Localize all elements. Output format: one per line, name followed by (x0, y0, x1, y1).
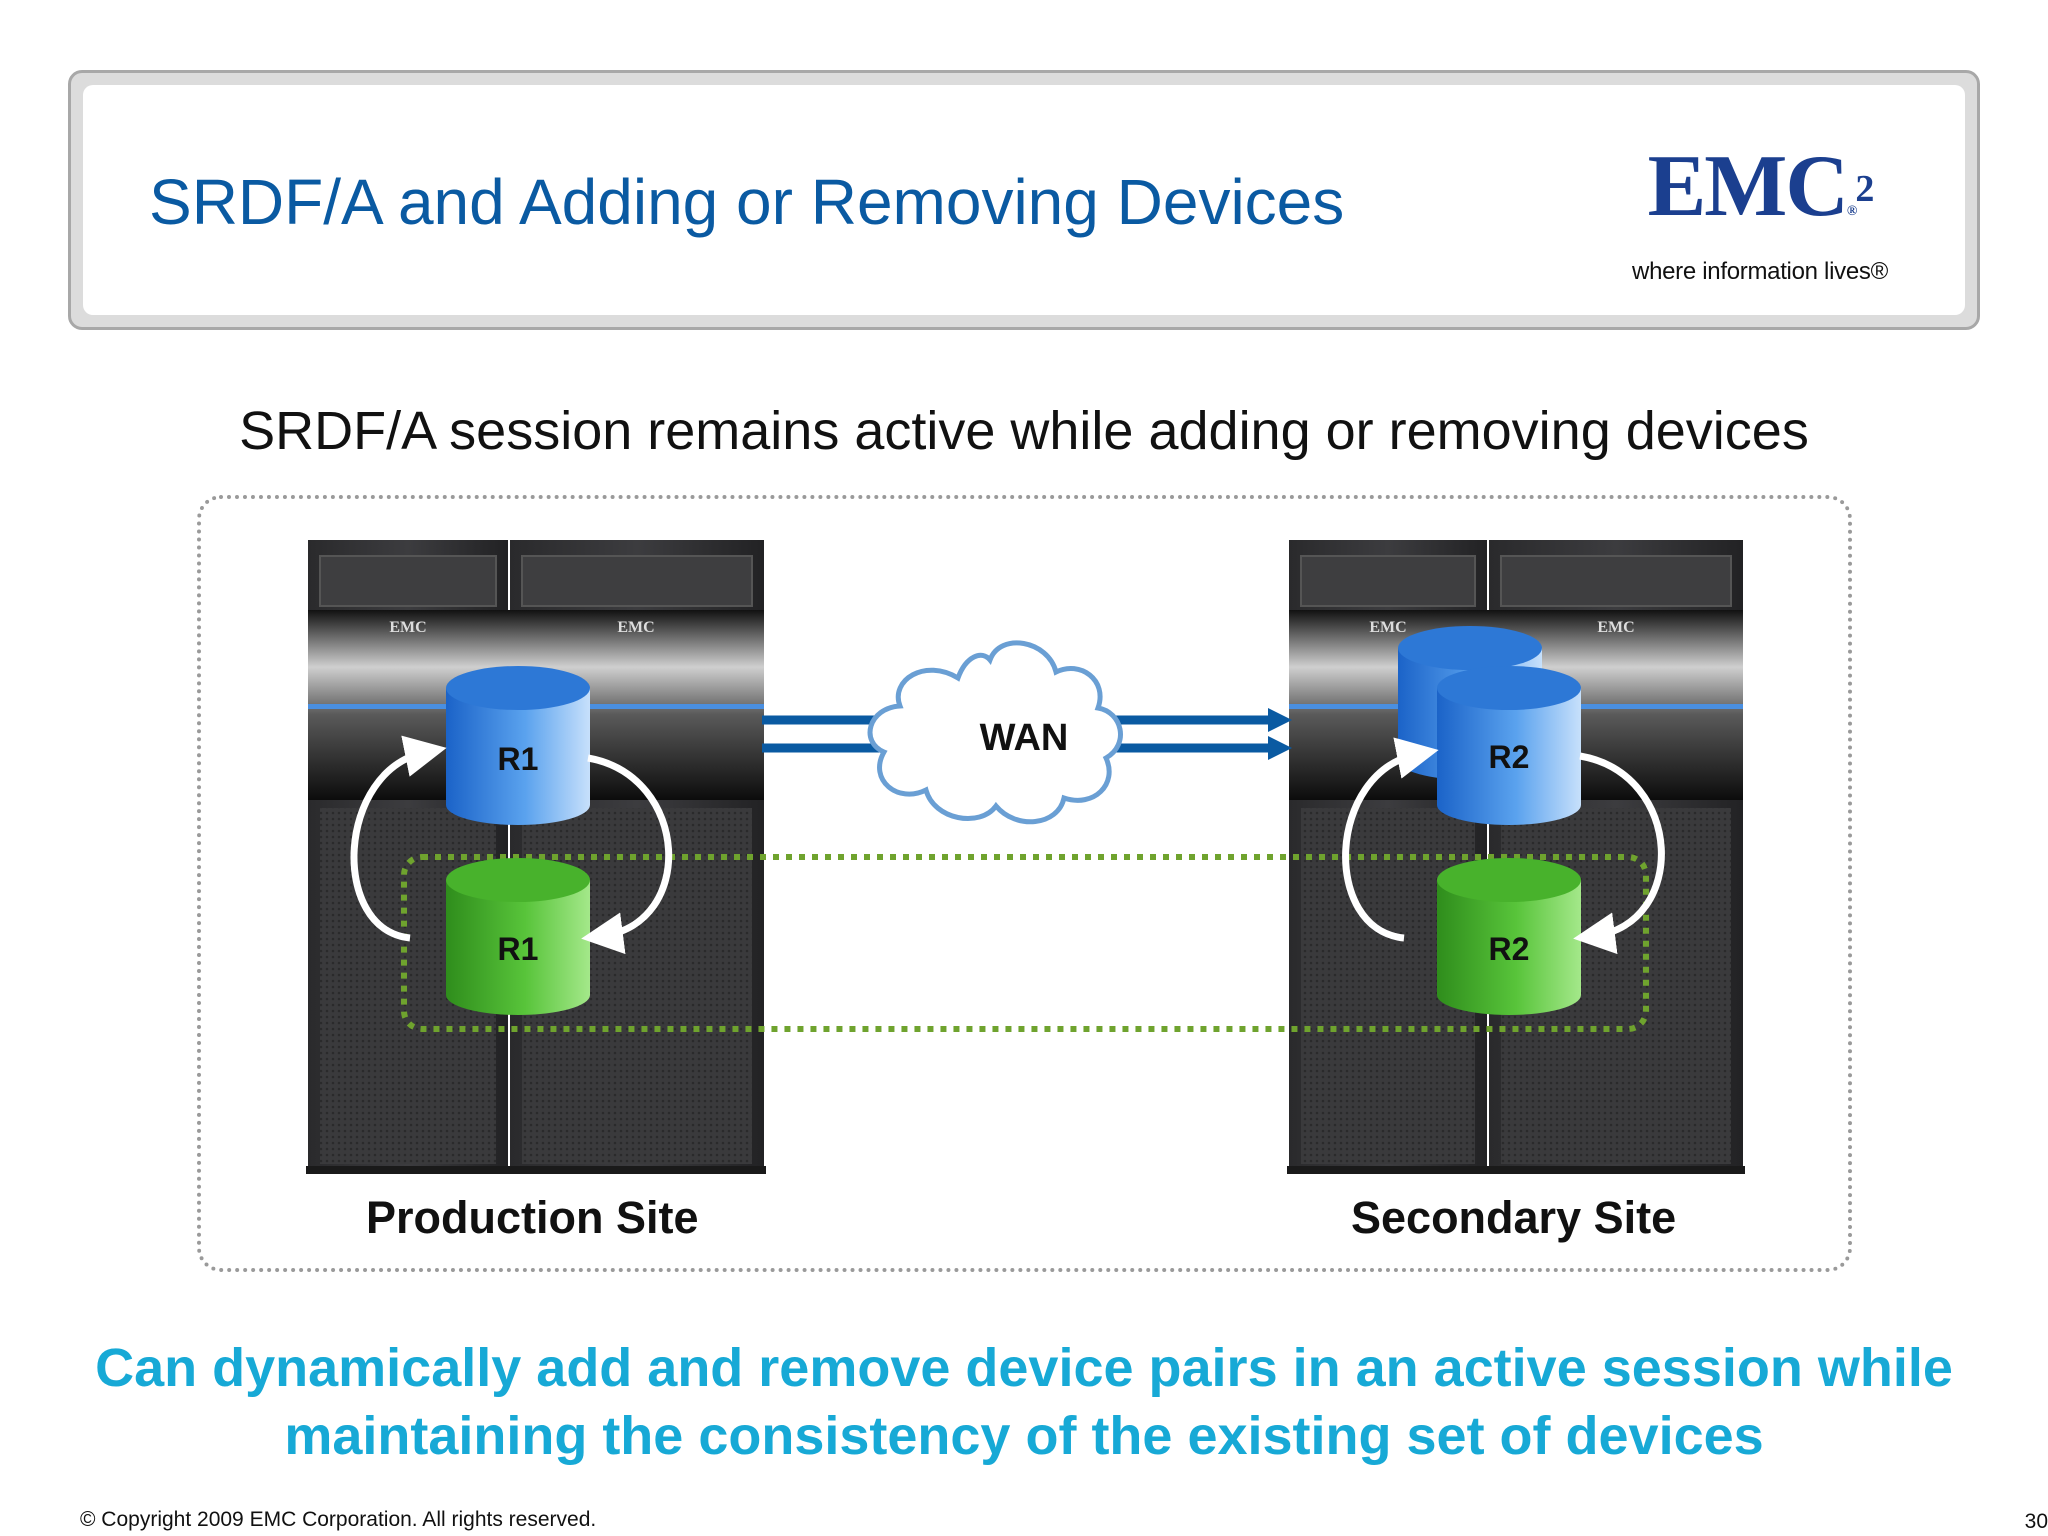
secondary-r2-active-label: R2 (1489, 739, 1530, 775)
wan-label: WAN (980, 717, 1069, 759)
secondary-cabinet-badge-right: EMC (1597, 619, 1634, 636)
slide-subtitle: SRDF/A session remains active while addi… (239, 401, 1809, 461)
title-frame: SRDF/A and Adding or Removing Devices EM… (68, 70, 1980, 330)
secondary-r2-added-device (1437, 858, 1581, 1015)
summary-text: Can dynamically add and remove device pa… (0, 1334, 2048, 1470)
secondary-site-label: Secondary Site (1351, 1192, 1677, 1243)
logo-tagline: where information lives® (1632, 258, 1888, 285)
production-r1-active-label: R1 (498, 741, 539, 777)
secondary-cycle-arrow-down (1573, 752, 1665, 955)
emc-logo: EMC®2 where information lives® (1615, 143, 1905, 286)
summary-line-2: maintaining the consistency of the exist… (284, 1406, 1764, 1466)
logo-registered-mark: ® (1846, 204, 1858, 219)
copyright-notice: © Copyright 2009 EMC Corporation. All ri… (80, 1508, 597, 1531)
production-r1-active-device (446, 666, 590, 825)
diagram-frame (197, 495, 1852, 1272)
logo-brand: EMC (1647, 138, 1849, 235)
summary-line-1: Can dynamically add and remove device pa… (95, 1338, 1953, 1398)
secondary-cycle-arrow-up (1342, 737, 1439, 942)
slide-title: SRDF/A and Adding or Removing Devices (149, 166, 1345, 238)
secondary-r2-added-label: R2 (1489, 931, 1530, 967)
production-cycle-arrow-down (581, 754, 673, 955)
title-panel: SRDF/A and Adding or Removing Devices EM… (83, 85, 1965, 315)
logo-mark: EMC®2 (1615, 143, 1905, 256)
production-site-label: Production Site (366, 1192, 699, 1243)
production-cycle-arrow-up (350, 735, 447, 942)
production-r1-added-label: R1 (498, 931, 539, 967)
production-r1-added-device (446, 858, 590, 1015)
wan-arrowhead-upper (1268, 708, 1292, 732)
wan-cloud-icon (867, 640, 1123, 825)
secondary-r2-active-device (1437, 666, 1581, 825)
secondary-cabinet-badge-left: EMC (1369, 619, 1406, 636)
production-cabinet-badge-left: EMC (389, 619, 426, 636)
logo-superscript: 2 (1855, 168, 1874, 210)
added-pair-group-outline (401, 854, 1649, 1032)
wan-arrowhead-lower (1268, 736, 1292, 760)
production-cabinet-badge-right: EMC (617, 619, 654, 636)
page-number: 30 (2024, 1510, 2048, 1533)
